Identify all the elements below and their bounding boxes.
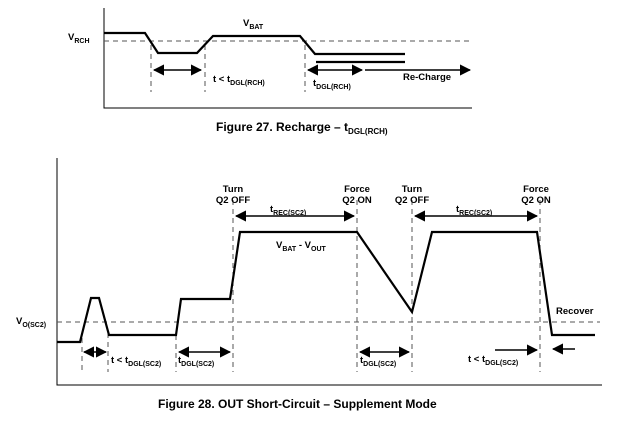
fig28-t-less-label-1: t < tDGL(SC2) <box>111 355 161 368</box>
fig28-vbat-vout-label: VBAT - VOUT <box>276 240 327 253</box>
fig28-recover-label: Recover <box>556 306 594 317</box>
fig27-caption: Figure 27. Recharge – tDGL(RCH) <box>216 120 388 136</box>
fig28-t-less-label-2: t < tDGL(SC2) <box>468 354 518 367</box>
fig28-caption: Figure 28. OUT Short-Circuit – Supplemen… <box>158 397 437 411</box>
fig28-vo-label: VO(SC2) <box>16 316 46 329</box>
fig27-t-less-label: t < tDGL(RCH) <box>213 74 265 87</box>
fig28-out-waveform <box>57 230 595 344</box>
fig28-trec-label-1: tREC(SC2) <box>270 204 306 217</box>
fig27-vbat-label: VBAT <box>243 18 264 31</box>
fig27-vbat-waveform <box>104 31 405 56</box>
fig27-vrch-label: VRCH <box>68 32 90 45</box>
fig28-tdgl-label-2: tDGL(SC2) <box>360 355 396 368</box>
figure-27-recharge: VRCH VBAT t < tDGL(RCH) tDGL(RCH) Re-Cha… <box>68 8 472 136</box>
fig28-axes <box>56 158 602 386</box>
fig27-tdgl-label: tDGL(RCH) <box>313 78 351 91</box>
fig27-axes <box>103 8 472 109</box>
fig28-tdgl-label-1: tDGL(SC2) <box>178 355 214 368</box>
fig28-trec-label-2: tREC(SC2) <box>456 204 492 217</box>
fig27-recharge-label: Re-Charge <box>403 72 451 83</box>
